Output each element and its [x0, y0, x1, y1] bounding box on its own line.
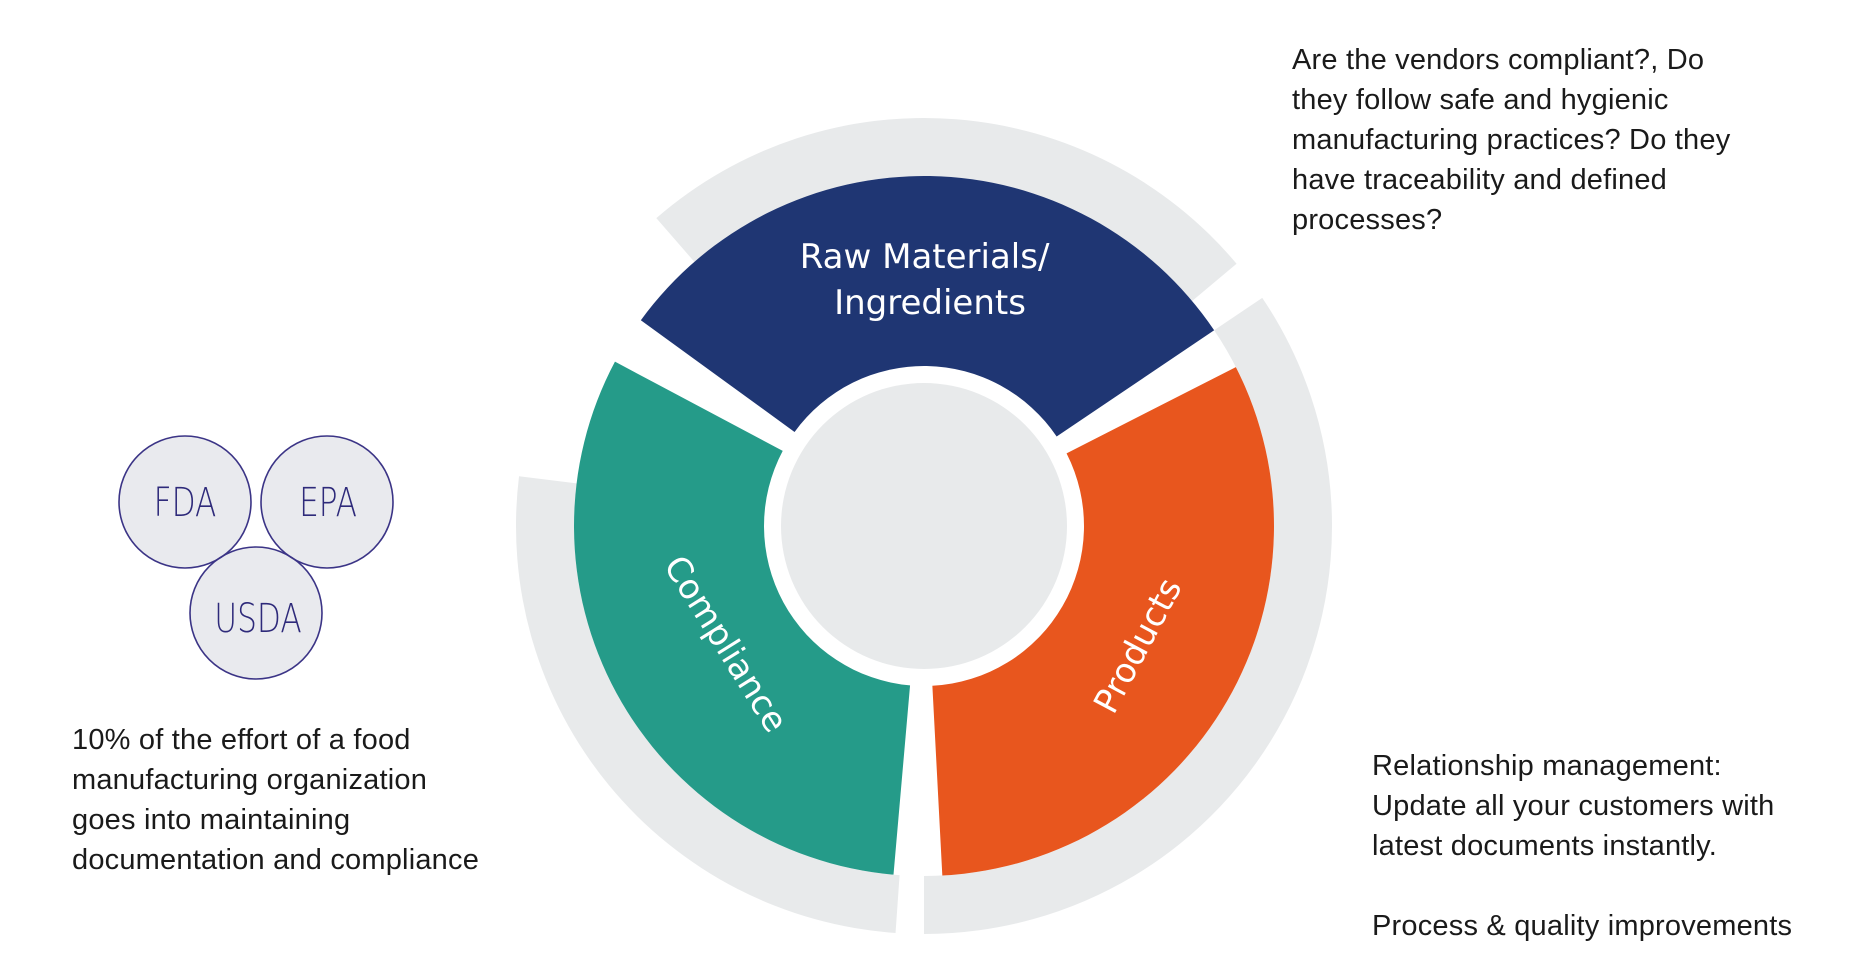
segment-raw-materials	[640, 176, 1215, 437]
outer-ring	[515, 117, 1333, 935]
segment-label-raw-materials-line2: Ingredients	[834, 283, 1026, 323]
venn-outlines	[118, 435, 394, 680]
center-disc	[781, 383, 1067, 669]
cycle-segments	[573, 176, 1274, 876]
venn-label-fda: FDA	[154, 480, 217, 526]
venn-diagram: FDA EPA USDA	[118, 435, 394, 680]
segment-products	[932, 367, 1274, 876]
relationship-management-text: Relationship management: Update all your…	[1372, 750, 1793, 942]
vendor-compliance-text: Are the vendors compliant?, Do they foll…	[1292, 44, 1731, 236]
outer-ring-arc-top	[656, 117, 1237, 302]
segment-label-raw-materials-line1: Raw Materials/	[800, 237, 1050, 277]
venn-circle-epa	[261, 436, 393, 568]
segment-label-raw-materials: Raw Materials/ Ingredients	[800, 237, 1060, 323]
venn-label-epa: EPA	[299, 480, 357, 526]
venn-label-usda: USDA	[214, 596, 301, 642]
venn-circle-fda	[119, 436, 251, 568]
venn-circle-usda	[190, 547, 322, 679]
venn-outline-0	[118, 435, 252, 569]
outer-ring-arc-left	[515, 476, 900, 934]
segment-compliance	[573, 361, 911, 875]
outer-ring-arc-right	[924, 297, 1333, 935]
venn-outline-2	[189, 546, 323, 680]
effort-statistic-text: 10% of the effort of a food manufacturin…	[72, 724, 480, 876]
venn-outline-1	[260, 435, 394, 569]
cycle-diagram: Raw Materials/ Ingredients Products Comp…	[515, 117, 1333, 935]
